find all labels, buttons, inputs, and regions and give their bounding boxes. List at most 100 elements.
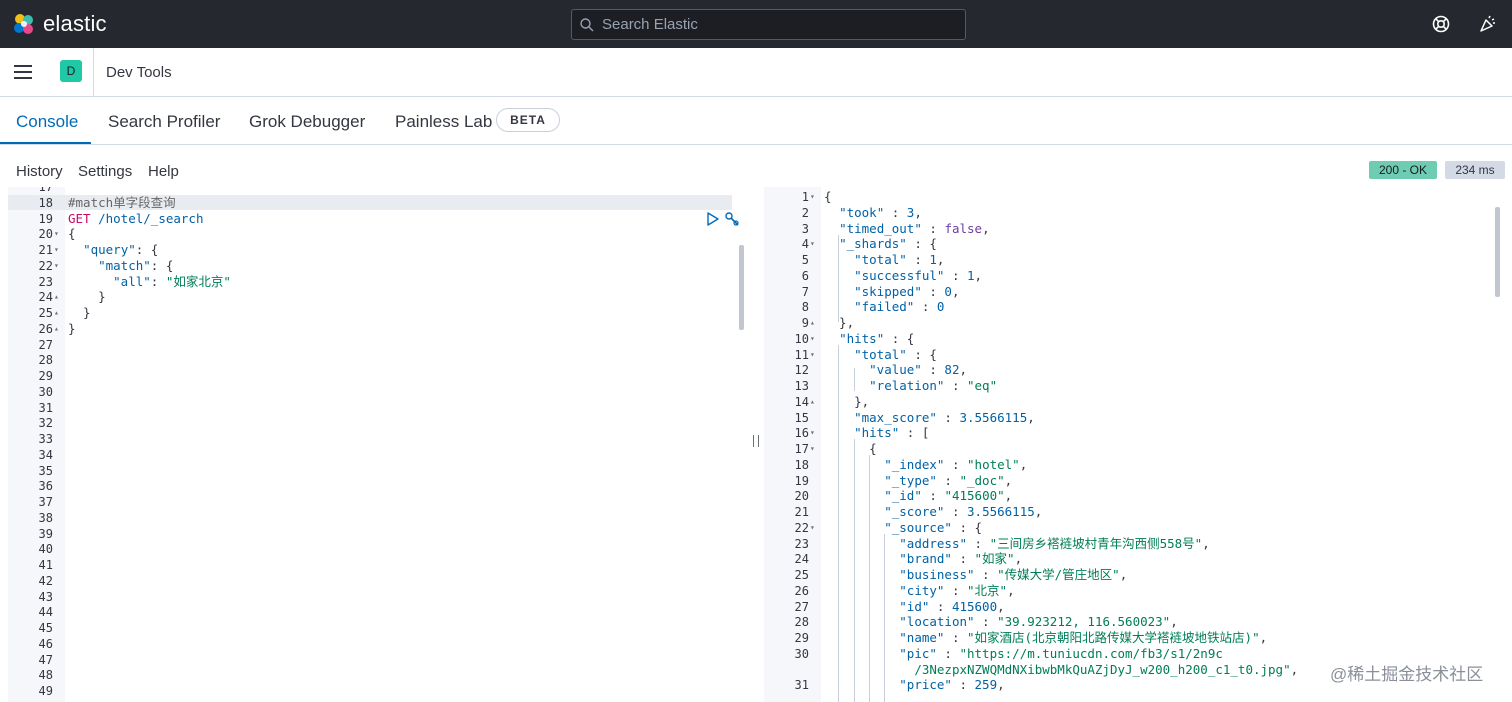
code-line[interactable]: 33 (8, 431, 748, 447)
code-line[interactable]: 31 (8, 400, 748, 416)
menu-icon[interactable] (14, 64, 34, 80)
fold-toggle-icon[interactable]: ▾ (810, 239, 815, 249)
tab-painless-lab[interactable]: Painless Lab (395, 112, 493, 131)
code-line[interactable]: 26▴} (8, 321, 748, 337)
code-line[interactable]: 47 (8, 652, 748, 668)
code-line[interactable]: 10▾ "hits" : { (764, 331, 1504, 347)
fold-toggle-icon[interactable]: ▾ (810, 192, 815, 201)
response-output[interactable]: 1▾{2 "took" : 3,3 "timed_out" : false,4▾… (764, 187, 1512, 702)
space-avatar[interactable]: D (60, 60, 82, 82)
tab-console[interactable]: Console (16, 112, 79, 131)
fold-toggle-icon[interactable]: ▴ (810, 396, 815, 406)
fold-toggle-icon[interactable]: ▾ (54, 260, 59, 270)
code-line[interactable]: 22▾ "_source" : { (764, 520, 1504, 536)
fold-toggle-icon[interactable]: ▴ (54, 323, 59, 333)
code-line[interactable]: 25▴ } (8, 305, 748, 321)
code-line[interactable]: 44 (8, 604, 748, 620)
code-line[interactable]: 43 (8, 589, 748, 605)
code-line[interactable]: 24 "brand" : "如家", (764, 551, 1504, 567)
code-line[interactable]: 34 (8, 447, 748, 463)
fold-toggle-icon[interactable]: ▾ (810, 522, 815, 532)
code-line[interactable]: 18#match单字段查询 (8, 195, 748, 211)
code-line[interactable]: 41 (8, 557, 748, 573)
output-scrollbar[interactable] (1495, 207, 1500, 297)
code-line[interactable]: /3NezpxNZWQMdNXibwbMkQuAZjDyJ_w200_h200_… (764, 662, 1504, 678)
code-line[interactable]: 28 "location" : "39.923212, 116.560023", (764, 614, 1504, 630)
code-line[interactable]: 23 "all": "如家北京" (8, 274, 748, 290)
search-input[interactable] (602, 10, 952, 39)
code-line[interactable]: 20 "_id" : "415600", (764, 488, 1504, 504)
code-line[interactable]: 6 "successful" : 1, (764, 268, 1504, 284)
code-line[interactable]: 27 (8, 337, 748, 353)
code-line[interactable]: 18 "_index" : "hotel", (764, 457, 1504, 473)
elastic-logo-icon[interactable] (12, 12, 36, 36)
wrench-icon[interactable] (724, 211, 740, 227)
code-line[interactable]: 16▾ "hits" : [ (764, 425, 1504, 441)
code-line[interactable]: 29 (8, 368, 748, 384)
global-search[interactable] (571, 9, 966, 40)
newsfeed-icon[interactable] (1478, 14, 1498, 34)
code-line[interactable]: 20▾{ (8, 226, 748, 242)
code-line[interactable]: 26 "city" : "北京", (764, 583, 1504, 599)
fold-toggle-icon[interactable]: ▾ (810, 349, 815, 359)
code-line[interactable]: 2 "took" : 3, (764, 205, 1504, 221)
code-line[interactable]: 38 (8, 510, 748, 526)
fold-toggle-icon[interactable]: ▾ (54, 245, 59, 254)
code-line[interactable]: 40 (8, 541, 748, 557)
help-icon[interactable] (1431, 14, 1451, 34)
code-line[interactable]: 17▾ { (764, 441, 1504, 457)
fold-toggle-icon[interactable]: ▾ (810, 444, 815, 453)
settings-link[interactable]: Settings (78, 163, 133, 180)
code-line[interactable]: 12 "value" : 82, (764, 362, 1504, 378)
fold-toggle-icon[interactable]: ▾ (810, 428, 815, 438)
editor-scrollbar[interactable] (739, 245, 744, 330)
resize-handle-icon[interactable] (753, 435, 759, 447)
code-line[interactable]: 1▾{ (764, 189, 1504, 205)
code-line[interactable]: 36 (8, 478, 748, 494)
code-line[interactable]: 15 "max_score" : 3.5566115, (764, 410, 1504, 426)
code-line[interactable]: 48 (8, 667, 748, 683)
tab-search-profiler[interactable]: Search Profiler (108, 112, 221, 131)
code-line[interactable]: 13 "relation" : "eq" (764, 378, 1504, 394)
help-link[interactable]: Help (148, 163, 179, 180)
code-line[interactable]: 21▾ "query": { (8, 242, 748, 258)
code-line[interactable]: 24▴ } (8, 289, 748, 305)
code-line[interactable]: 30 (8, 384, 748, 400)
code-line[interactable]: 21 "_score" : 3.5566115, (764, 504, 1504, 520)
code-line[interactable]: 19 "_type" : "_doc", (764, 473, 1504, 489)
code-line[interactable]: 42 (8, 573, 748, 589)
code-line[interactable]: 30 "pic" : "https://m.tuniucdn.com/fb3/s… (764, 646, 1504, 662)
code-line[interactable]: 32 (8, 415, 748, 431)
code-line[interactable]: 27 "id" : 415600, (764, 599, 1504, 615)
fold-toggle-icon[interactable]: ▴ (54, 292, 59, 302)
code-line[interactable]: 49 (8, 683, 748, 699)
fold-toggle-icon[interactable]: ▴ (810, 318, 815, 327)
pane-resizer[interactable] (748, 187, 763, 702)
code-line[interactable]: 8 "failed" : 0 (764, 299, 1504, 315)
code-line[interactable]: 28 (8, 352, 748, 368)
code-line[interactable]: 35 (8, 463, 748, 479)
history-link[interactable]: History (16, 163, 63, 180)
code-line[interactable]: 7 "skipped" : 0, (764, 284, 1504, 300)
code-line[interactable]: 9▴ }, (764, 315, 1504, 331)
fold-toggle-icon[interactable]: ▾ (54, 229, 59, 239)
code-line[interactable]: 37 (8, 494, 748, 510)
play-icon[interactable] (706, 212, 720, 226)
code-line[interactable]: 45 (8, 620, 748, 636)
code-line[interactable]: 31 "price" : 259, (764, 677, 1504, 693)
fold-toggle-icon[interactable]: ▾ (810, 333, 815, 343)
fold-toggle-icon[interactable]: ▴ (54, 308, 59, 317)
code-line[interactable]: 22▾ "match": { (8, 258, 748, 274)
code-line[interactable]: 4▾ "_shards" : { (764, 236, 1504, 252)
code-line[interactable]: 39 (8, 526, 748, 542)
code-line[interactable]: 29 "name" : "如家酒店(北京朝阳北路传媒大学褡裢坡地铁站店)", (764, 630, 1504, 646)
code-line[interactable]: 17 (8, 187, 748, 195)
code-line[interactable]: 23 "address" : "三间房乡褡裢坡村青年沟西侧558号", (764, 536, 1504, 552)
code-line[interactable]: 5 "total" : 1, (764, 252, 1504, 268)
code-line[interactable]: 11▾ "total" : { (764, 347, 1504, 363)
code-line[interactable]: 25 "business" : "传媒大学/管庄地区", (764, 567, 1504, 583)
code-line[interactable]: 46 (8, 636, 748, 652)
tab-grok-debugger[interactable]: Grok Debugger (249, 112, 366, 131)
